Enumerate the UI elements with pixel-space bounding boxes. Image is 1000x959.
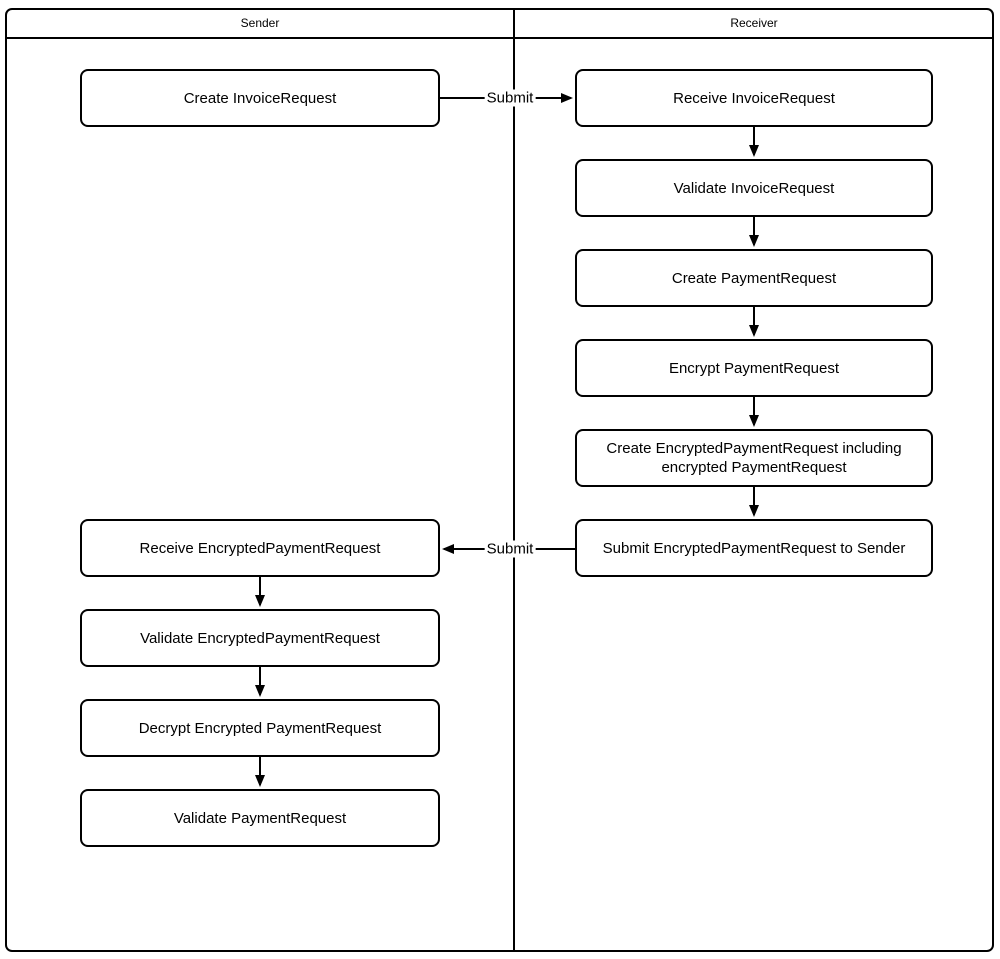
node-decrypt-encrypted-payment-request: Decrypt Encrypted PaymentRequest — [80, 699, 440, 757]
node-label: Encrypt PaymentRequest — [668, 359, 840, 377]
edge-label-submit-encrypted: Submit — [484, 540, 536, 558]
node-label: Create InvoiceRequest — [183, 89, 337, 107]
node-encrypt-payment-request: Encrypt PaymentRequest — [575, 339, 933, 397]
node-label: Create PaymentRequest — [671, 269, 837, 287]
node-validate-payment-request: Validate PaymentRequest — [80, 789, 440, 847]
node-validate-encrypted-payment-request: Validate EncryptedPaymentRequest — [80, 609, 440, 667]
node-label: Submit EncryptedPaymentRequest to Sender — [602, 539, 906, 557]
node-label: Receive EncryptedPaymentRequest — [139, 539, 381, 557]
lane-title-sender: Sender — [240, 16, 280, 30]
node-label: Create EncryptedPaymentRequest including… — [606, 440, 902, 476]
node-receive-encrypted-payment-request: Receive EncryptedPaymentRequest — [80, 519, 440, 577]
node-label: Receive InvoiceRequest — [673, 89, 835, 107]
edge-label-submit-invoice: Submit — [484, 89, 536, 107]
lane-title-receiver: Receiver — [730, 16, 778, 30]
node-create-payment-request: Create PaymentRequest — [575, 249, 933, 307]
node-submit-encrypted-payment-request: Submit EncryptedPaymentRequest to Sender — [575, 519, 933, 577]
node-validate-invoice-request: Validate InvoiceRequest — [575, 159, 933, 217]
node-label: Validate InvoiceRequest — [673, 179, 835, 197]
node-label: Validate EncryptedPaymentRequest — [140, 629, 380, 647]
node-label: Decrypt Encrypted PaymentRequest — [138, 719, 382, 737]
node-create-invoice-request: Create InvoiceRequest — [80, 69, 440, 127]
node-create-encrypted-payment-request: Create EncryptedPaymentRequest including… — [575, 429, 933, 487]
node-label: Validate PaymentRequest — [173, 809, 347, 827]
pool-frame — [5, 8, 994, 952]
node-receive-invoice-request: Receive InvoiceRequest — [575, 69, 933, 127]
